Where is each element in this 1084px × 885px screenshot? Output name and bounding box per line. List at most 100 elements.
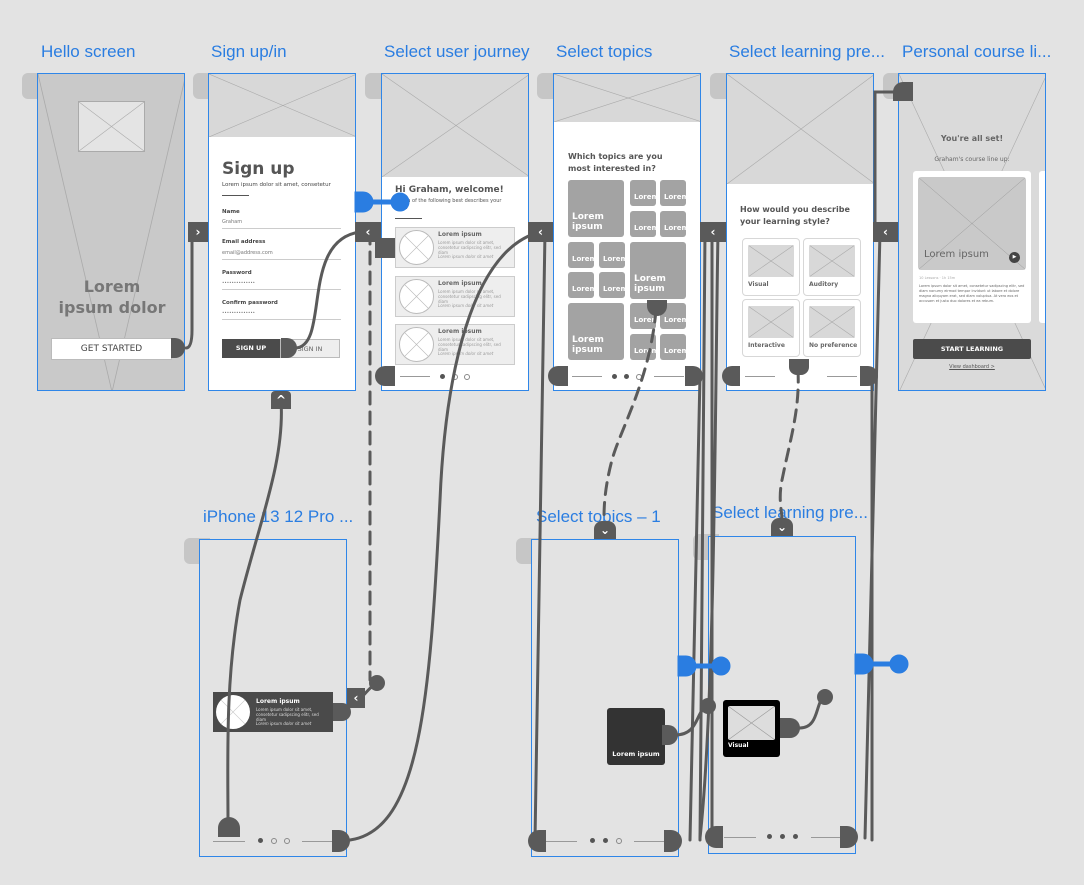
artboard-learning[interactable]: How would you describe your learning sty…	[726, 73, 874, 391]
next-arrow-icon[interactable]	[827, 376, 857, 377]
journey-option-card[interactable]: Lorem ipsum Lorem ipsum dolor sit amet, …	[395, 276, 515, 317]
artboard-title-journey[interactable]: Select user journey	[384, 42, 530, 61]
next-course-card-peek[interactable]	[1039, 171, 1045, 323]
back-arrow-icon[interactable]	[724, 837, 756, 838]
hotspot-handle[interactable]	[780, 718, 800, 738]
topic-tile[interactable]: Lorem	[660, 211, 689, 237]
artboard-title-topics[interactable]: Select topics	[556, 42, 653, 61]
get-started-button[interactable]: GET STARTED	[51, 338, 172, 360]
chevron-right-icon[interactable]: ›	[188, 222, 208, 242]
overlay-card[interactable]: Lorem ipsum Lorem ipsum dolor sit amet, …	[213, 692, 333, 732]
topic-tile[interactable]: Lorem ipsum	[568, 180, 624, 237]
chevron-left-icon[interactable]: ‹	[873, 222, 898, 242]
option-note: Lorem ipsum dolor sit amet	[438, 351, 494, 356]
hotspot-handle[interactable]	[281, 338, 297, 358]
artboard-topics[interactable]: Which topics are you most interested in?…	[553, 73, 701, 391]
topic-tile[interactable]: Lorem	[630, 211, 659, 237]
selected-style-option[interactable]: Visual	[723, 700, 780, 757]
learning-style-option[interactable]: Visual	[742, 238, 800, 296]
next-arrow-icon[interactable]	[302, 841, 334, 842]
learning-style-option[interactable]: No preference	[803, 299, 861, 357]
view-dashboard-link[interactable]: View dashboard >	[949, 364, 995, 370]
hotspot-handle[interactable]	[789, 359, 809, 375]
hotspot-handle[interactable]	[705, 826, 723, 848]
play-icon[interactable]: ▶	[1009, 252, 1020, 263]
hotspot-handle[interactable]	[860, 366, 878, 386]
back-arrow-icon[interactable]	[572, 376, 602, 377]
learning-style-option[interactable]: Interactive	[742, 299, 800, 357]
topic-tile[interactable]: Lorem	[568, 242, 597, 268]
topic-tile[interactable]: Lorem	[599, 272, 628, 298]
sign-up-button[interactable]: SIGN UP	[222, 339, 280, 358]
option-image-placeholder	[748, 245, 794, 277]
chevron-up-icon[interactable]: ^	[271, 391, 291, 409]
topic-tile-label: Lorem	[603, 285, 628, 293]
password-field[interactable]: ••••••••••••••	[222, 280, 256, 285]
journey-option-card[interactable]: Lorem ipsum Lorem ipsum dolor sit amet, …	[395, 324, 515, 365]
chevron-down-icon[interactable]: ⌄	[594, 521, 616, 539]
topic-tile[interactable]: Lorem	[568, 272, 597, 298]
chevron-left-icon[interactable]: ‹	[347, 688, 365, 708]
back-arrow-icon[interactable]	[400, 376, 430, 377]
next-arrow-icon[interactable]	[654, 376, 684, 377]
hotspot-handle[interactable]	[332, 830, 350, 852]
next-arrow-icon[interactable]	[634, 841, 666, 842]
topic-tile[interactable]: Lorem ipsum	[568, 303, 624, 360]
journey-option-card[interactable]: Lorem ipsum Lorem ipsum dolor sit amet, …	[395, 227, 515, 268]
hotspot-handle[interactable]	[171, 338, 185, 358]
field-label: Email address	[222, 239, 266, 245]
hotspot-handle[interactable]	[218, 817, 240, 837]
back-arrow-icon[interactable]	[745, 376, 775, 377]
artboard-hello[interactable]: Lorem ipsum dolor GET STARTED	[37, 73, 185, 391]
course-heading: You're all set!	[940, 134, 1004, 143]
hotspot-handle[interactable]	[685, 366, 703, 386]
hotspot-handle[interactable]	[664, 830, 682, 852]
hotspot-handle[interactable]	[840, 826, 858, 848]
artboard-iphone[interactable]: Lorem ipsum Lorem ipsum dolor sit amet, …	[199, 539, 347, 857]
back-arrow-icon[interactable]	[213, 841, 245, 842]
hotspot-handle[interactable]	[375, 366, 395, 386]
artboard-course[interactable]: You're all set! Graham's course line up:…	[898, 73, 1046, 391]
artboard-journey[interactable]: Hi Graham, welcome! Which of the followi…	[381, 73, 529, 391]
artboard-topics1[interactable]: Lorem ipsum	[531, 539, 679, 857]
hotspot-handle[interactable]	[662, 725, 678, 745]
hotspot-handle[interactable]	[647, 300, 667, 316]
course-card[interactable]: Lorem ipsum ▶ 10 Lessons · 1h 15m Lorem …	[913, 171, 1031, 323]
hotspot-handle[interactable]	[548, 366, 568, 386]
hotspot-handle[interactable]	[528, 830, 546, 852]
topic-tile[interactable]: Lorem	[630, 180, 659, 206]
field-underline	[222, 289, 341, 290]
selected-topic-tile[interactable]: Lorem ipsum	[607, 708, 665, 765]
topic-tile[interactable]: Lorem	[660, 334, 689, 360]
hotspot-handle[interactable]	[333, 703, 351, 721]
topic-tile[interactable]: Lorem	[599, 242, 628, 268]
artboard-title-course[interactable]: Personal course li...	[902, 42, 1052, 61]
hotspot-handle[interactable]	[722, 366, 740, 386]
chevron-down-icon[interactable]: ⌄	[771, 518, 793, 536]
artboard-title-signup[interactable]: Sign up/in	[211, 42, 287, 61]
confirm-password-field[interactable]: ••••••••••••••	[222, 310, 256, 315]
topic-tile[interactable]: Lorem	[630, 334, 659, 360]
start-learning-button[interactable]: START LEARNING	[913, 339, 1031, 359]
course-title: Lorem ipsum	[924, 249, 989, 260]
chevron-left-icon[interactable]: ‹	[355, 222, 381, 242]
hotspot-handle[interactable]	[375, 238, 395, 258]
artboard-title-hello[interactable]: Hello screen	[41, 42, 136, 61]
artboard-title-iphone[interactable]: iPhone 13 12 Pro ...	[203, 507, 354, 526]
chevron-left-icon[interactable]: ‹	[700, 222, 726, 242]
next-arrow-icon[interactable]	[811, 837, 843, 838]
back-arrow-icon[interactable]	[545, 841, 577, 842]
email-field[interactable]: email@address.com	[222, 250, 273, 256]
headline-line: Lorem	[83, 277, 141, 296]
option-note: Lorem ipsum dolor sit amet	[438, 303, 494, 308]
page-dot-active	[440, 374, 445, 379]
hotspot-handle[interactable]	[893, 82, 913, 101]
topic-tile[interactable]: Lorem ipsum	[630, 242, 686, 299]
name-field[interactable]: Graham	[222, 219, 243, 225]
topic-tile-label: Lorem	[572, 255, 597, 263]
learning-style-option[interactable]: Auditory	[803, 238, 861, 296]
chevron-left-icon[interactable]: ‹	[528, 222, 553, 242]
artboard-title-learning[interactable]: Select learning pre...	[729, 42, 885, 61]
topic-tile[interactable]: Lorem	[660, 180, 689, 206]
artboard-learning1[interactable]: Visual	[708, 536, 856, 854]
